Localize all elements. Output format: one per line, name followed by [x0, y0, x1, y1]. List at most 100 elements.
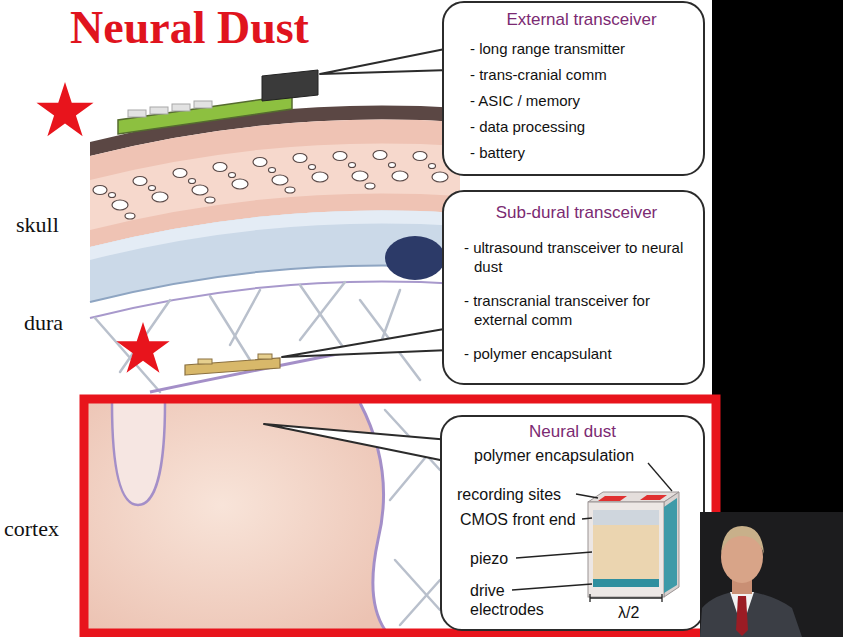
bone-pores [352, 171, 368, 181]
bone-pores [93, 151, 448, 220]
blood-vessels [400, 580, 440, 625]
bone-pores [133, 177, 147, 186]
dimension-bracket [590, 597, 662, 598]
bone-pores [189, 179, 196, 184]
bone-pores [149, 186, 156, 191]
star-marker [116, 322, 169, 373]
callout-item: - data processing [470, 114, 689, 140]
callout-item: - trans-cranial comm [470, 62, 689, 88]
anatomy-label: skull [16, 212, 59, 238]
blood-vessels [210, 296, 250, 360]
board-pads [150, 107, 168, 114]
board-pads [194, 101, 212, 108]
callout-item: recording sites [457, 485, 561, 504]
bone-pores [392, 171, 408, 181]
speaker-video-inset [700, 512, 843, 637]
callout-item: - battery [470, 140, 689, 166]
callout-bubble: Neural dust polymer encapsulation recordin… [440, 415, 705, 631]
encapsulation-front [588, 502, 664, 597]
bone-pores [192, 185, 208, 195]
external-transceiver-device [118, 70, 318, 134]
leader-lines [516, 552, 592, 558]
bone-pores [349, 163, 356, 168]
leader-lines [512, 584, 592, 590]
callout-item: - long range transmitter [470, 36, 689, 62]
callout-heading: Sub-dural transceiver [464, 203, 689, 223]
bone-pores [125, 213, 135, 219]
bone-pores [429, 164, 436, 169]
callout-item: piezo [470, 549, 508, 568]
bone-pores [373, 151, 387, 160]
blood-vessels [395, 560, 440, 610]
anatomy-label: cortex [4, 516, 59, 542]
highlight-frame [84, 399, 716, 633]
bone-pores [205, 197, 215, 203]
callout-item: - polymer encapsulant [464, 344, 689, 363]
callout-item: λ/2 [618, 603, 639, 622]
anatomy-label: dura [24, 310, 63, 336]
encapsulation-side [664, 492, 679, 597]
bone-pores [365, 183, 375, 189]
piezo-layer [593, 525, 659, 579]
bone-pores [432, 172, 448, 182]
recording-site [640, 495, 667, 500]
bone-pores [293, 154, 307, 163]
transmitter-chip [262, 70, 318, 101]
callout-bubble: Sub-dural transceiver - ultrasound transc… [442, 190, 705, 385]
leader-lines [576, 494, 598, 498]
bone-pores [285, 187, 295, 193]
callout-item: - ultrasound transceiver to neural dust [464, 238, 689, 276]
bone-pores [309, 165, 316, 170]
mote-block [588, 492, 679, 597]
bone-pores [389, 163, 396, 168]
tie [736, 596, 748, 636]
board-pads [128, 110, 146, 117]
bone-pores [109, 193, 116, 198]
callout-item: polymer encapsulation [474, 446, 634, 465]
slide-background [0, 0, 712, 637]
slide-title: Neural Dust [70, 2, 309, 54]
suit [700, 590, 802, 637]
callout-tails [320, 48, 450, 74]
board-pads [172, 104, 190, 111]
leader-lines [582, 518, 592, 519]
callout-item: CMOS front end [460, 510, 576, 529]
hair [721, 526, 764, 554]
bone-pores [333, 152, 347, 161]
callout-tails [264, 424, 450, 462]
bone-pores [213, 163, 227, 172]
callout-heading: Neural dust [452, 422, 693, 442]
bone-pores [173, 169, 187, 178]
callout-item: - ASIC / memory [470, 88, 689, 114]
star-marker [36, 82, 93, 136]
implant-bump [198, 359, 212, 364]
cortex-region [88, 330, 460, 630]
dimension-bracket [589, 594, 590, 602]
dura-band [90, 211, 460, 302]
neural-dust-mote [512, 463, 679, 602]
bone-pores [229, 173, 236, 178]
video-background [700, 512, 843, 637]
cmos-layer [593, 510, 659, 525]
leader-lines [648, 463, 672, 491]
drive-electrode [664, 498, 677, 593]
bone-pores [112, 200, 128, 210]
bone-pores [272, 175, 288, 185]
callout-bubble: External transceiver - long range transmi… [442, 1, 705, 176]
callout-tails [282, 328, 450, 357]
blood-vessels [300, 285, 345, 350]
bone-pores [269, 168, 276, 173]
callout-item: - transcranial transceiver for external … [464, 291, 689, 329]
bone-pores [253, 158, 267, 167]
callout-heading: External transceiver [470, 10, 689, 30]
dura-layer [90, 211, 460, 318]
bone-pores [152, 192, 168, 202]
bone-pores [312, 172, 328, 182]
bone-pores [93, 186, 107, 195]
subdural-transceiver-device [185, 354, 280, 375]
bone-pores [413, 152, 427, 161]
blood-vessels [230, 290, 260, 345]
blood-vessels [300, 282, 345, 340]
venous-sinus [385, 236, 445, 280]
